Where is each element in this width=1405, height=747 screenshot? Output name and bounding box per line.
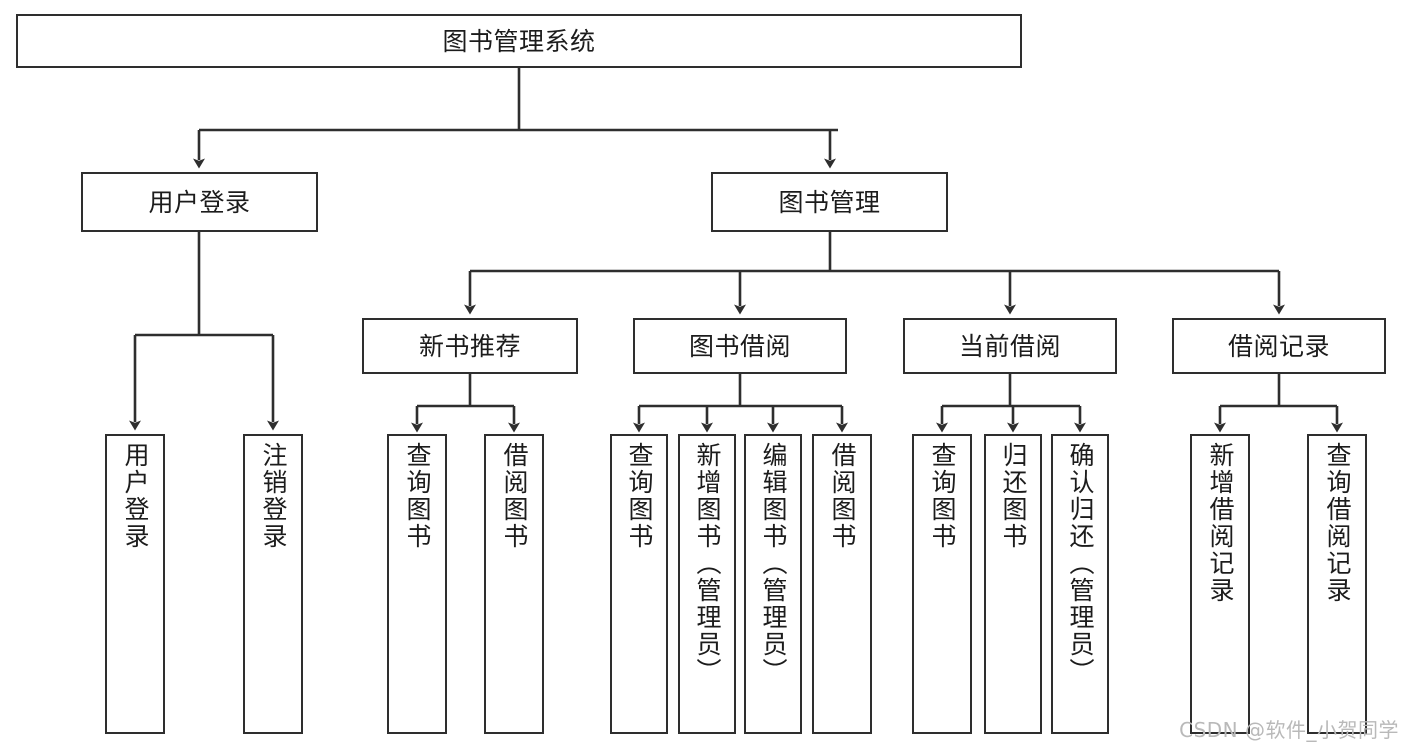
node-leaf-return-book-label: 归还图书 <box>999 442 1028 550</box>
node-user-login[interactable]: 用户登录 <box>81 172 318 232</box>
node-current-borrow-label: 当前借阅 <box>958 331 1061 361</box>
node-leaf-query-book-current-label: 查询图书 <box>928 442 957 550</box>
node-book-manage[interactable]: 图书管理 <box>711 172 948 232</box>
node-user-login-label: 用户登录 <box>148 187 251 217</box>
node-leaf-confirm-return-admin[interactable]: 确认归还（管理员） <box>1051 434 1109 734</box>
node-book-borrow-label: 图书借阅 <box>688 331 791 361</box>
node-leaf-query-book-rec[interactable]: 查询图书 <box>387 434 447 734</box>
node-borrow-record-label: 借阅记录 <box>1227 331 1330 361</box>
node-leaf-add-book-admin-label: 新增图书（管理员） <box>693 442 722 685</box>
node-leaf-return-book[interactable]: 归还图书 <box>984 434 1042 734</box>
node-book-borrow[interactable]: 图书借阅 <box>633 318 847 374</box>
node-current-borrow[interactable]: 当前借阅 <box>903 318 1117 374</box>
node-leaf-user-login[interactable]: 用户登录 <box>105 434 165 734</box>
node-leaf-user-login-label: 用户登录 <box>121 442 150 550</box>
node-leaf-user-logout[interactable]: 注销登录 <box>243 434 303 734</box>
node-leaf-query-borrow-record-label: 查询借阅记录 <box>1323 442 1352 604</box>
node-leaf-confirm-return-admin-label: 确认归还（管理员） <box>1066 442 1095 685</box>
node-leaf-borrow-book[interactable]: 借阅图书 <box>812 434 872 734</box>
node-leaf-add-borrow-record[interactable]: 新增借阅记录 <box>1190 434 1250 734</box>
node-leaf-query-book-borrow[interactable]: 查询图书 <box>610 434 668 734</box>
node-leaf-query-book-current[interactable]: 查询图书 <box>912 434 972 734</box>
node-leaf-edit-book-admin[interactable]: 编辑图书（管理员） <box>744 434 802 734</box>
node-borrow-record[interactable]: 借阅记录 <box>1172 318 1386 374</box>
node-leaf-add-borrow-record-label: 新增借阅记录 <box>1206 442 1235 604</box>
node-leaf-query-book-borrow-label: 查询图书 <box>625 442 654 550</box>
node-leaf-borrow-book-rec[interactable]: 借阅图书 <box>484 434 544 734</box>
node-leaf-add-book-admin[interactable]: 新增图书（管理员） <box>678 434 736 734</box>
node-leaf-borrow-book-label: 借阅图书 <box>828 442 857 550</box>
node-new-book-rec[interactable]: 新书推荐 <box>362 318 578 374</box>
node-book-manage-label: 图书管理 <box>778 187 881 217</box>
node-root[interactable]: 图书管理系统 <box>16 14 1022 68</box>
node-leaf-borrow-book-rec-label: 借阅图书 <box>500 442 529 550</box>
node-root-label: 图书管理系统 <box>442 26 596 56</box>
node-leaf-edit-book-admin-label: 编辑图书（管理员） <box>759 442 788 685</box>
node-leaf-query-borrow-record[interactable]: 查询借阅记录 <box>1307 434 1367 734</box>
node-leaf-user-logout-label: 注销登录 <box>259 442 288 550</box>
node-leaf-query-book-rec-label: 查询图书 <box>403 442 432 550</box>
node-new-book-rec-label: 新书推荐 <box>418 331 521 361</box>
